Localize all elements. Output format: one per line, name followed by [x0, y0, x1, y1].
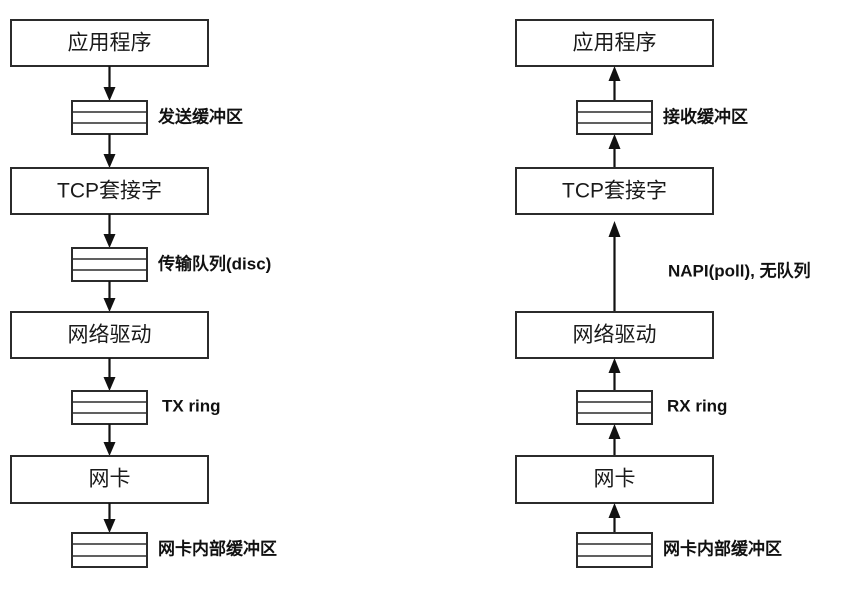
node-box-shape [515, 311, 714, 359]
node-nic-buffer-send [71, 532, 148, 568]
node-box-shape [10, 19, 209, 67]
node-recv-buffer [576, 100, 653, 135]
node-app-send: 应用程序 [10, 19, 209, 67]
arrow-netdrv-to-tx-ring [103, 358, 116, 391]
label-nic-buffer-send: 网卡内部缓冲区 [158, 538, 277, 558]
node-label: 网卡 [89, 468, 131, 491]
node-label: TCP套接字 [57, 180, 162, 203]
node-box-shape [515, 167, 714, 215]
label-napi-poll: NAPI(poll), 无队列 [668, 260, 811, 280]
node-nic-send: 网卡 [10, 455, 209, 504]
node-tcp-send: TCP套接字 [10, 167, 209, 215]
arrow-nic-to-nic-buffer [103, 503, 116, 533]
node-label: 网卡 [594, 468, 636, 491]
label-tx-ring: TX ring [162, 396, 221, 415]
node-label: 应用程序 [68, 32, 152, 55]
node-label: 网络驱动 [573, 324, 657, 347]
arrow-tx-queue-to-netdrv [103, 281, 116, 312]
node-tx-ring [71, 390, 148, 425]
arrow-tcp-to-tx-queue [103, 214, 116, 248]
node-nic-buffer-recv [576, 532, 653, 568]
node-tx-queue [71, 247, 148, 282]
node-label: TCP套接字 [562, 180, 667, 203]
ring-box-shape [71, 100, 148, 135]
node-nic-recv: 网卡 [515, 455, 714, 504]
ring-box-shape [71, 532, 148, 568]
node-rx-ring [576, 390, 653, 425]
node-box-shape [10, 311, 209, 359]
arrow-send-buffer-to-tcp [103, 134, 116, 168]
arrow-tx-ring-to-nic [103, 424, 116, 456]
node-box-shape [515, 455, 714, 504]
recv-path-column: 应用程序 接收缓冲区 TCP套接字 [515, 19, 811, 568]
label-tx-queue: 传输队列(disc) [157, 253, 271, 273]
label-rx-ring: RX ring [667, 396, 727, 415]
node-tcp-recv: TCP套接字 [515, 167, 714, 215]
node-box-shape [10, 455, 209, 504]
ring-box-shape [576, 390, 653, 425]
ring-box-shape [576, 100, 653, 135]
arrow-tcp-to-recv-buffer [608, 134, 621, 168]
label-recv-buffer: 接收缓冲区 [663, 106, 748, 126]
ring-box-shape [71, 247, 148, 282]
label-send-buffer: 发送缓冲区 [157, 106, 243, 126]
arrow-recv-buffer-to-app [608, 66, 621, 101]
arrow-nic-to-rx-ring [608, 424, 621, 456]
ring-box-shape [71, 390, 148, 425]
arrow-netdrv-to-tcp-napi [608, 221, 621, 312]
arrow-nic-buffer-to-nic [608, 503, 621, 533]
node-send-buffer [71, 100, 148, 135]
label-nic-buffer-recv: 网卡内部缓冲区 [663, 538, 782, 558]
node-netdrv-send: 网络驱动 [10, 311, 209, 359]
node-netdrv-recv: 网络驱动 [515, 311, 714, 359]
send-path-column: 应用程序 发送缓冲区 TCP套接字 [10, 19, 277, 568]
node-label: 网络驱动 [68, 324, 152, 347]
node-app-recv: 应用程序 [515, 19, 714, 67]
node-label: 应用程序 [573, 32, 657, 55]
arrow-rx-ring-to-netdrv [608, 358, 621, 391]
arrow-app-to-send-buffer [103, 66, 116, 101]
ring-box-shape [576, 532, 653, 568]
